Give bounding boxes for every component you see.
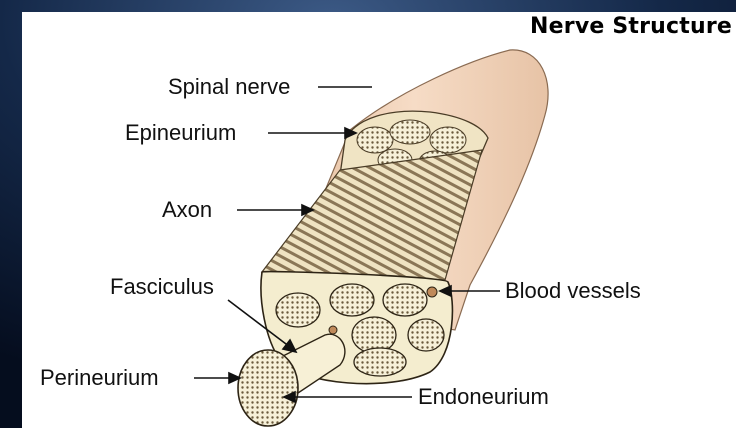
label-perineurium: Perineurium [40, 365, 159, 391]
blood-vessel [329, 326, 337, 334]
label-endoneurium: Endoneurium [418, 384, 549, 410]
label-spinal-nerve: Spinal nerve [168, 74, 290, 100]
perineurium-end [238, 350, 298, 426]
axon-bundle [262, 150, 482, 280]
blood-vessel [427, 287, 437, 297]
label-fasciculus: Fasciculus [110, 274, 214, 300]
label-epineurium: Epineurium [125, 120, 236, 146]
label-axon: Axon [162, 197, 212, 223]
diagram-title: Nerve Structure [530, 14, 732, 39]
label-blood-vessels: Blood vessels [505, 278, 641, 304]
